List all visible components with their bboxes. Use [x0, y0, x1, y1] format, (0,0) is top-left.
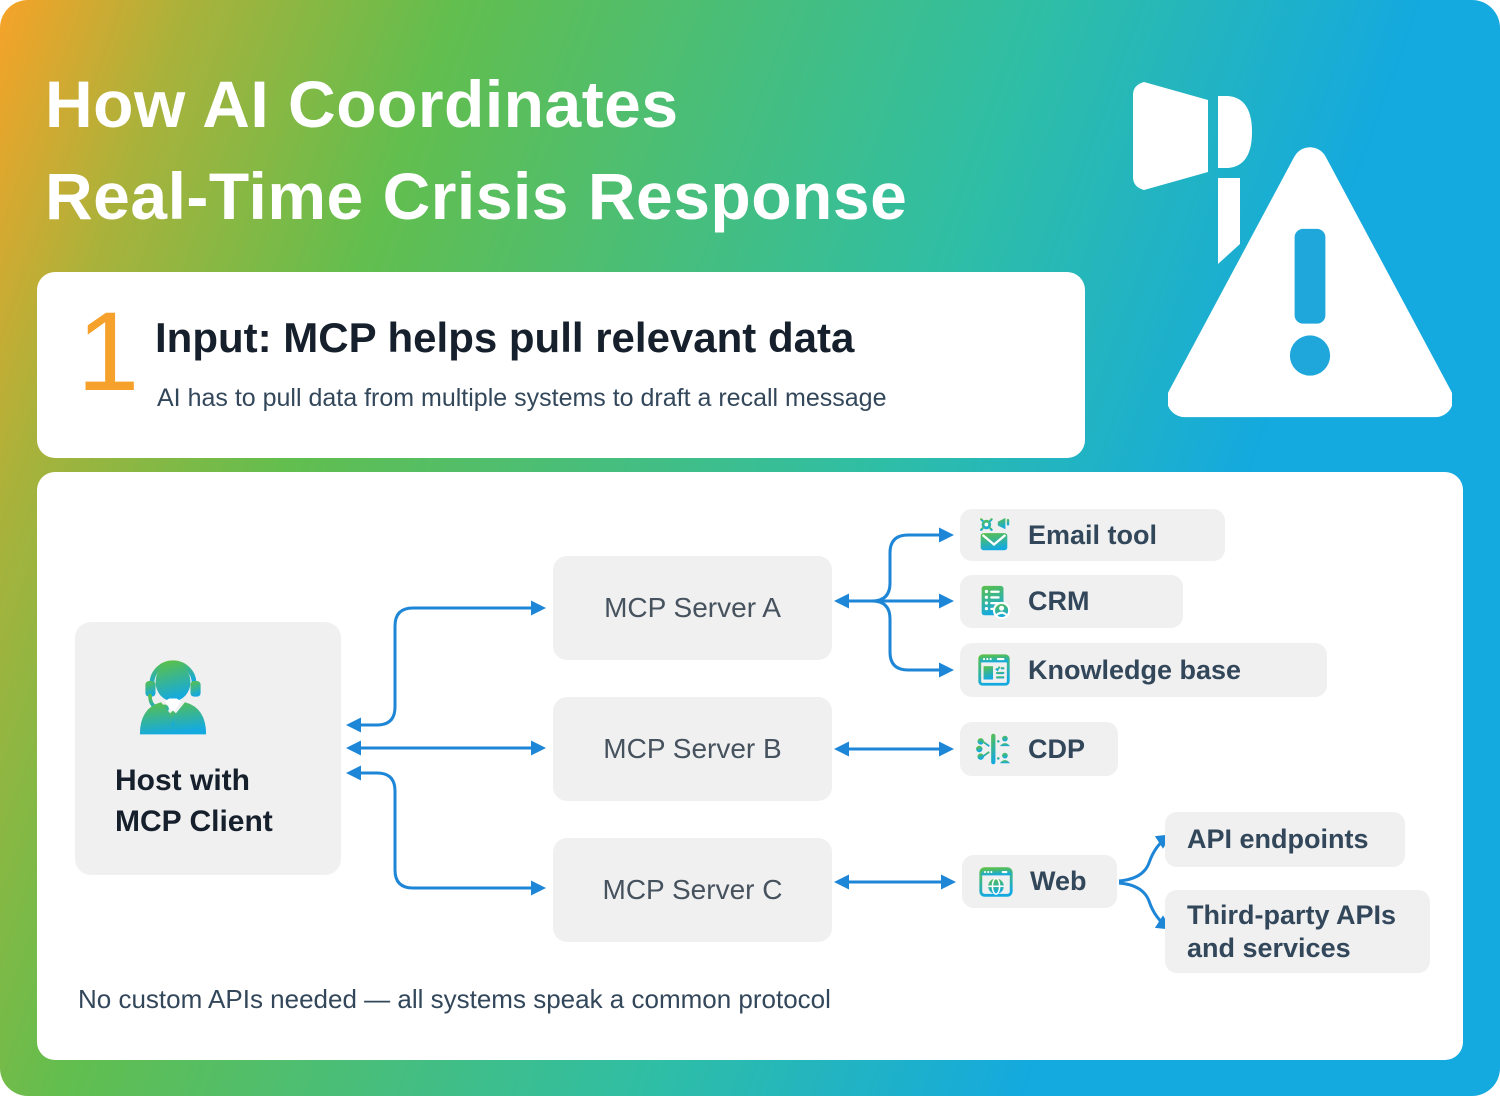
- server-box-a: MCP Server A: [553, 556, 832, 660]
- title-line-1: How AI Coordinates: [45, 67, 679, 141]
- knowledge-base-icon: [978, 654, 1010, 686]
- server-box-c: MCP Server C: [553, 838, 832, 942]
- chip-label: Knowledge base: [1028, 654, 1242, 685]
- chip-crm: CRM: [960, 575, 1183, 628]
- step-heading: Input: MCP helps pull relevant data: [155, 314, 855, 361]
- server-box-b: MCP Server B: [553, 697, 832, 801]
- chip-label: CDP: [1028, 733, 1086, 764]
- crm-icon: [981, 585, 1011, 619]
- chip-web: Web: [962, 855, 1117, 908]
- chip-label: CRM: [1028, 586, 1090, 616]
- title-line-2: Real-Time Crisis Response: [45, 159, 908, 233]
- web-icon: [979, 866, 1013, 897]
- chip-email-tool: Email tool: [960, 509, 1225, 561]
- step-card: 1 Input: MCP helps pull relevant data AI…: [37, 272, 1085, 458]
- cdp-icon: [976, 733, 1010, 765]
- host-box: Host with MCP Client: [75, 622, 341, 875]
- step-number: 1: [77, 289, 140, 414]
- host-label: Host with MCP Client: [115, 764, 273, 838]
- email-tool-icon: [977, 516, 1010, 551]
- chip-label: Third-party APIs and services: [1187, 899, 1397, 963]
- server-label: MCP Server A: [604, 592, 781, 623]
- support-agent-icon: [139, 660, 207, 735]
- chip-third-party-apis: Third-party APIs and services: [1165, 890, 1430, 973]
- chip-cdp: CDP: [960, 722, 1118, 776]
- diagram-note: No custom APIs needed — all systems spea…: [78, 984, 831, 1014]
- chip-label: Web: [1030, 866, 1087, 896]
- diagram-panel: Host with MCP Client MCP Server A MCP Se…: [37, 472, 1463, 1060]
- chip-label: API endpoints: [1187, 824, 1369, 854]
- warning-triangle-icon: [1168, 147, 1452, 418]
- chip-knowledge-base: Knowledge base: [960, 643, 1327, 697]
- chip-api-endpoints: API endpoints: [1165, 812, 1405, 867]
- step-description: AI has to pull data from multiple system…: [157, 384, 887, 412]
- page-title: How AI Coordinates Real-Time Crisis Resp…: [45, 58, 907, 242]
- server-label: MCP Server C: [602, 874, 783, 905]
- server-label: MCP Server B: [603, 733, 782, 764]
- megaphone-icon: [1133, 82, 1252, 264]
- chip-label: Email tool: [1028, 519, 1158, 550]
